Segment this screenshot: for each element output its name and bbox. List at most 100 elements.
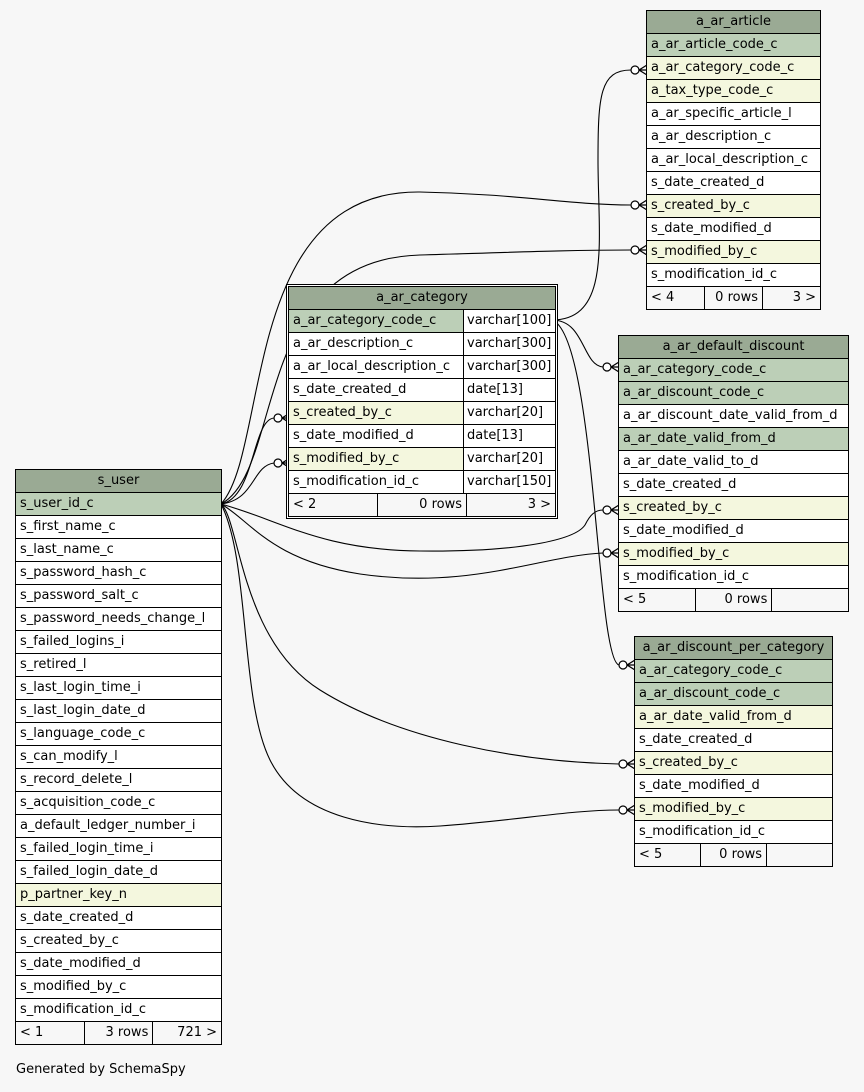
- table-a_ar_discount_per_category[interactable]: a_ar_discount_per_category a_ar_category_…: [634, 636, 833, 867]
- column-row[interactable]: a_ar_category_code_c: [635, 660, 832, 683]
- column-row[interactable]: a_tax_type_code_c: [647, 80, 820, 103]
- table-title: a_ar_default_discount: [619, 336, 848, 359]
- column-row[interactable]: s_password_hash_c: [16, 562, 221, 585]
- column-row[interactable]: a_ar_date_valid_from_d: [635, 706, 832, 729]
- column-name: a_ar_description_c: [293, 336, 414, 351]
- column-row[interactable]: s_last_login_time_i: [16, 677, 221, 700]
- column-row[interactable]: a_ar_discount_date_valid_from_d: [619, 405, 848, 428]
- column-row[interactable]: a_ar_local_description_c: [647, 149, 820, 172]
- column-row[interactable]: s_modification_id_c: [635, 821, 832, 844]
- children-count: [771, 589, 848, 611]
- column-row[interactable]: s_created_by_c: [16, 930, 221, 953]
- column-name: a_ar_local_description_c: [651, 152, 808, 167]
- column-row[interactable]: a_ar_date_valid_from_d: [619, 428, 848, 451]
- column-row[interactable]: s_date_modified_d: [16, 953, 221, 976]
- column-name: s_language_code_c: [20, 726, 146, 741]
- column-row[interactable]: s_created_by_c: [635, 752, 832, 775]
- column-row[interactable]: s_language_code_c: [16, 723, 221, 746]
- edge-category-discount-per-category: [551, 319, 620, 666]
- column-row[interactable]: a_ar_discount_code_c: [635, 683, 832, 706]
- column-name: s_created_by_c: [651, 198, 750, 213]
- column-row[interactable]: s_modified_by_c: [647, 241, 820, 264]
- column-row[interactable]: s_created_by_c: [619, 497, 848, 520]
- column-name: s_failed_logins_i: [20, 634, 125, 649]
- column-row[interactable]: s_date_created_d: [619, 474, 848, 497]
- column-row[interactable]: s_record_delete_l: [16, 769, 221, 792]
- column-row[interactable]: s_created_by_c: [647, 195, 820, 218]
- column-name: a_ar_category_code_c: [639, 663, 783, 678]
- column-row[interactable]: s_date_modified_d: [619, 520, 848, 543]
- parents-count: < 2: [293, 497, 317, 512]
- table-title: a_ar_discount_per_category: [635, 637, 832, 660]
- row-count: 0 rows: [694, 589, 772, 611]
- column-name: s_date_created_d: [639, 732, 753, 747]
- column-row[interactable]: s_failed_login_date_d: [16, 861, 221, 884]
- column-row[interactable]: a_ar_article_code_c: [647, 34, 820, 57]
- column-name: s_date_modified_d: [293, 428, 414, 443]
- column-row[interactable]: a_ar_discount_code_c: [619, 382, 848, 405]
- column-row[interactable]: s_date_modified_d: [647, 218, 820, 241]
- column-row[interactable]: a_ar_category_code_c: [619, 359, 848, 382]
- column-row[interactable]: a_ar_date_valid_to_d: [619, 451, 848, 474]
- column-row[interactable]: s_modified_by_c: [16, 976, 221, 999]
- column-row[interactable]: s_date_created_d: [635, 729, 832, 752]
- column-row[interactable]: a_ar_category_code_c: [647, 57, 820, 80]
- column-row[interactable]: s_date_created_d: [647, 172, 820, 195]
- column-name: s_user_id_c: [20, 496, 94, 511]
- column-type: varchar[300]: [463, 356, 555, 378]
- column-row[interactable]: s_date_modified_d: [635, 775, 832, 798]
- column-row[interactable]: s_user_id_c: [16, 493, 221, 516]
- column-name: a_ar_date_valid_to_d: [623, 454, 759, 469]
- column-row[interactable]: a_ar_description_c: [647, 126, 820, 149]
- edge-user-article-modified: [220, 249, 632, 505]
- column-name: s_modified_by_c: [639, 801, 746, 816]
- column-name: s_password_salt_c: [20, 588, 139, 603]
- column-name: a_tax_type_code_c: [651, 83, 774, 98]
- column-row[interactable]: s_failed_logins_i: [16, 631, 221, 654]
- column-row[interactable]: s_last_login_date_d: [16, 700, 221, 723]
- column-row[interactable]: s_last_name_c: [16, 539, 221, 562]
- column-row[interactable]: s_modification_id_c: [619, 566, 848, 589]
- column-row[interactable]: s_password_salt_c: [16, 585, 221, 608]
- column-row[interactable]: s_modified_by_c: [619, 543, 848, 566]
- column-row[interactable]: s_date_created_d: [16, 907, 221, 930]
- parents-count: < 5: [639, 847, 663, 862]
- column-name: s_date_created_d: [651, 175, 765, 190]
- column-row[interactable]: s_modified_by_c: [635, 798, 832, 821]
- column-name: s_created_by_c: [623, 500, 722, 515]
- column-name: s_password_hash_c: [20, 565, 147, 580]
- column-row[interactable]: a_default_ledger_number_i: [16, 815, 221, 838]
- column-name: a_ar_description_c: [651, 129, 772, 144]
- column-name: s_date_created_d: [623, 477, 737, 492]
- column-name: s_date_created_d: [20, 910, 134, 925]
- row-count: 0 rows: [704, 287, 762, 309]
- column-row[interactable]: s_modification_id_c: [647, 264, 820, 287]
- edge-user-default-discount-created: [220, 503, 604, 552]
- column-row[interactable]: s_failed_login_time_i: [16, 838, 221, 861]
- column-row[interactable]: p_partner_key_n: [16, 884, 221, 907]
- column-row[interactable]: a_ar_specific_article_l: [647, 103, 820, 126]
- column-name: s_modification_id_c: [623, 569, 749, 584]
- column-name: s_modification_id_c: [651, 267, 777, 282]
- column-name: s_last_login_date_d: [20, 703, 146, 718]
- column-row[interactable]: s_first_name_c: [16, 516, 221, 539]
- column-row[interactable]: s_retired_l: [16, 654, 221, 677]
- column-row[interactable]: s_can_modify_l: [16, 746, 221, 769]
- column-row[interactable]: s_modification_id_c: [16, 999, 221, 1022]
- column-row[interactable]: s_acquisition_code_c: [16, 792, 221, 815]
- edge-category-default-discount: [551, 319, 604, 368]
- column-row[interactable]: s_password_needs_change_l: [16, 608, 221, 631]
